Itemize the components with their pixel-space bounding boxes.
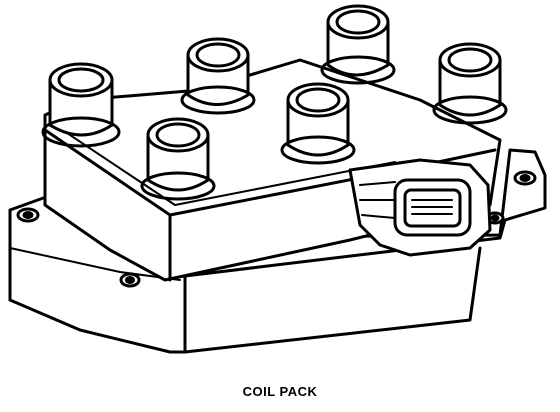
tower-4 xyxy=(41,62,121,148)
mount-hole-right xyxy=(513,170,537,186)
figure-caption: COIL PACK xyxy=(242,384,318,399)
tower-3 xyxy=(432,42,508,125)
tower-5 xyxy=(280,82,356,165)
tower-1 xyxy=(320,4,396,85)
tower-2 xyxy=(180,37,256,115)
electrical-connector xyxy=(348,158,492,257)
mount-hole-left xyxy=(16,207,40,223)
tower-6 xyxy=(140,117,216,201)
mount-hole-front-left xyxy=(119,272,141,288)
